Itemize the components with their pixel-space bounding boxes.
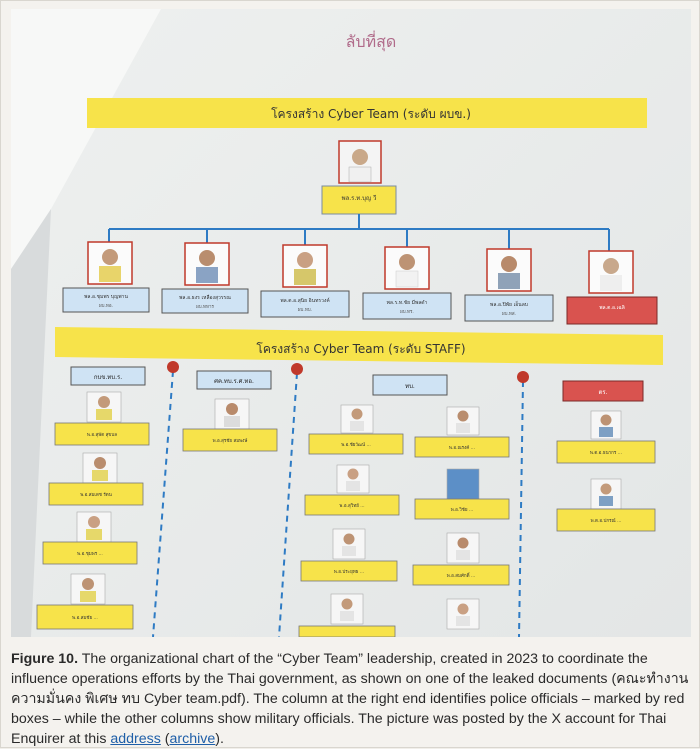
figure-caption: Figure 10. The organizational chart of t… bbox=[11, 649, 691, 749]
commander-3-role: ผบ.ทบ. bbox=[298, 308, 312, 313]
classification-stamp: ลับที่สุด bbox=[346, 30, 397, 52]
svg-text:พ.อ.ชุมพร ...: พ.อ.ชุมพร ... bbox=[77, 551, 103, 557]
svg-text:พ.อ.ชัยวัฒน์ ...: พ.อ.ชัยวัฒน์ ... bbox=[341, 441, 371, 448]
commander-1: พล.อ.ชุมพร บุญพาน ผบ.ทอ. bbox=[62, 241, 150, 313]
svg-text:พ.อ.สุพัต สุขบล: พ.อ.สุพัต สุขบล bbox=[87, 432, 117, 438]
divider-dot bbox=[167, 361, 179, 373]
svg-text:พ.อ.ณรงค์ ...: พ.อ.ณรงค์ ... bbox=[449, 444, 475, 451]
leaked-document-photo: ลับที่สุด โครงสร้าง Cyber Team (ระดับ ผบ… bbox=[11, 9, 691, 637]
staff-column-heading-3 bbox=[372, 374, 448, 396]
column-dividers bbox=[152, 370, 524, 637]
commander-5: พล.อ.ปิพัย เอ็นลบ ผบ.ทส. bbox=[464, 248, 554, 322]
svg-text:พ.อ.วิชัย ...: พ.อ.วิชัย ... bbox=[451, 507, 473, 513]
page-shadow bbox=[11, 209, 51, 637]
address-link[interactable]: address bbox=[110, 731, 161, 747]
leader-name-box bbox=[321, 185, 397, 215]
svg-text:พ.อ.สุรชัย สมพงษ์: พ.อ.สุรชัย สมพงษ์ bbox=[213, 437, 248, 444]
org-chart-document: ลับที่สุด โครงสร้าง Cyber Team (ระดับ ผบ… bbox=[11, 9, 691, 637]
staff-banner bbox=[55, 327, 663, 365]
svg-text:พ.อ.ประยุทธ ...: พ.อ.ประยุทธ ... bbox=[334, 569, 364, 575]
svg-text:ตร.: ตร. bbox=[598, 389, 607, 396]
commander-2: พล.อ.ธงร เหลืองสุวรรณ ผบ.ทหาร bbox=[161, 242, 249, 314]
staff-column-heading-4-police bbox=[562, 380, 644, 402]
commander-2-role: ผบ.ทหาร bbox=[196, 304, 214, 310]
staff-column-3-members: พ.อ.ชัยวัฒน์ ... พ.อ.ณรงค์ ... พ.อ.สุวิท… bbox=[298, 404, 510, 637]
svg-text:พ.ต.อ.ธนากร ...: พ.ต.อ.ธนากร ... bbox=[590, 450, 622, 456]
caption-text: The organizational chart of the “Cyber T… bbox=[11, 651, 689, 747]
top-banner bbox=[87, 98, 647, 128]
caption-text-paren: ( bbox=[160, 731, 170, 747]
leader-name: พล.ร.ท.บุญ วี bbox=[342, 194, 377, 202]
staff-column-2-members: พ.อ.สุรชัย สมพงษ์ bbox=[182, 398, 278, 452]
divider-dot bbox=[291, 363, 303, 375]
staff-banner-title: โครงสร้าง Cyber Team (ระดับ STAFF) bbox=[256, 342, 465, 356]
commander-3: พล.ต.อ.สุนิย อินทรวงค์ ผบ.ทบ. bbox=[260, 244, 350, 318]
commander-1-name: พล.อ.ชุมพร บุญพาน bbox=[84, 294, 128, 300]
caption-text-end: ). bbox=[215, 731, 224, 747]
archive-link[interactable]: archive bbox=[169, 731, 216, 747]
leader-photo-face bbox=[352, 149, 368, 165]
commander-6-name: พล.ต.อ.เฉลิ bbox=[599, 304, 625, 311]
commander-5-name: พล.อ.ปิพัย เอ็นลบ bbox=[490, 300, 528, 308]
svg-text:พ.อ.สมชัย ...: พ.อ.สมชัย ... bbox=[72, 615, 98, 621]
commander-3-name: พล.ต.อ.สุนิย อินทรวงค์ bbox=[280, 297, 329, 304]
staff-column-heading-1 bbox=[70, 366, 146, 386]
commander-4-role: ผบ.ทร. bbox=[400, 309, 414, 315]
commander-4-name: พล.ร.ท.ชัย มีพลดำ bbox=[387, 299, 428, 306]
svg-text:พ.อ.สุวิทย์ ...: พ.อ.สุวิทย์ ... bbox=[339, 502, 364, 509]
top-banner-title: โครงสร้าง Cyber Team (ระดับ ผบข.) bbox=[271, 107, 471, 121]
staff-column-4-police-members: พ.ต.อ.ธนากร ... พ.ต.อ.ปกรณ์ ... bbox=[556, 410, 656, 532]
commander-2-name: พล.อ.ธงร เหลืองสุวรรณ bbox=[179, 294, 231, 301]
commander-row: พล.อ.ชุมพร บุญพาน ผบ.ทอ. พล.อ.ธงร เหลือง… bbox=[62, 241, 658, 325]
svg-text:พ.อ.สมเดช รัตน: พ.อ.สมเดช รัตน bbox=[80, 492, 112, 498]
hierarchy-connectors bbox=[108, 214, 610, 251]
figure-label: Figure 10. bbox=[11, 651, 79, 667]
folded-page-corner bbox=[11, 9, 161, 269]
svg-text:กบข.ทบ.ร.: กบข.ทบ.ร. bbox=[94, 374, 122, 381]
commander-4: พล.ร.ท.ชัย มีพลดำ ผบ.ทร. bbox=[362, 246, 452, 320]
svg-text:ทบ.: ทบ. bbox=[405, 383, 415, 390]
divider-dot bbox=[517, 371, 529, 383]
commander-5-role: ผบ.ทส. bbox=[502, 311, 516, 317]
staff-column-heading-2 bbox=[196, 370, 272, 390]
commander-1-role: ผบ.ทอ. bbox=[99, 304, 113, 309]
svg-text:ศค.ทบ.ร.ศ.ทอ.: ศค.ทบ.ร.ศ.ทอ. bbox=[214, 378, 254, 385]
staff-column-1-members: พ.อ.สุพัต สุขบล พ.อ.สมเดช รัตน พ.อ.ชุมพร… bbox=[36, 391, 150, 630]
commander-6-police: พล.ต.อ.เฉลิ bbox=[566, 250, 658, 325]
svg-text:พ.อ.สมศักดิ์ ...: พ.อ.สมศักดิ์ ... bbox=[447, 571, 475, 579]
svg-text:พ.ต.อ.ปกรณ์ ...: พ.ต.อ.ปกรณ์ ... bbox=[591, 517, 622, 524]
